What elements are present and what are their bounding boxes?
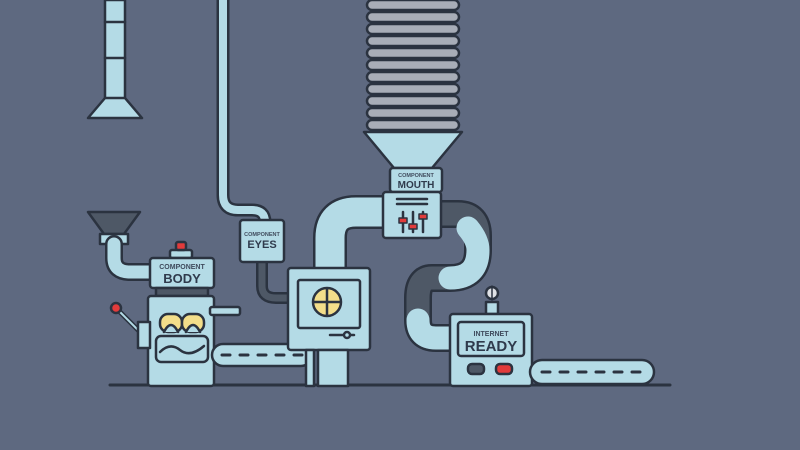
mouth-unit-caption: COMPONENT: [398, 173, 434, 179]
exhaust-hood-icon: [86, 0, 144, 120]
slider-controls-icon: [395, 197, 429, 234]
screen-unit: [286, 266, 372, 388]
body-unit-caption: COMPONENT: [159, 264, 205, 271]
output-unit-caption: INTERNET: [474, 331, 510, 338]
eyes-unit-caption: COMPONENT: [244, 232, 280, 238]
robot-face: [154, 312, 210, 364]
lightbulb-icon: [484, 285, 500, 316]
body-unit-label: BODY: [163, 271, 201, 286]
output-unit: [448, 312, 534, 388]
eyes-unit: [238, 218, 286, 264]
main-pipe-left: [313, 195, 407, 285]
lever-icon: [109, 301, 152, 350]
crosshair-icon: [311, 286, 343, 318]
output-unit-label: READY: [465, 338, 518, 355]
conveyor-belt-right: [528, 358, 656, 386]
body-feed-pipe: [105, 235, 161, 281]
main-pipe-right: [404, 200, 492, 352]
eyes-output-pipe: [256, 256, 298, 304]
mouth-unit-label: MOUTH: [398, 180, 435, 191]
eyes-feed-pipe: [216, 0, 272, 229]
eyes-unit-label: EYES: [247, 239, 276, 251]
mouth-hopper: [362, 0, 464, 170]
